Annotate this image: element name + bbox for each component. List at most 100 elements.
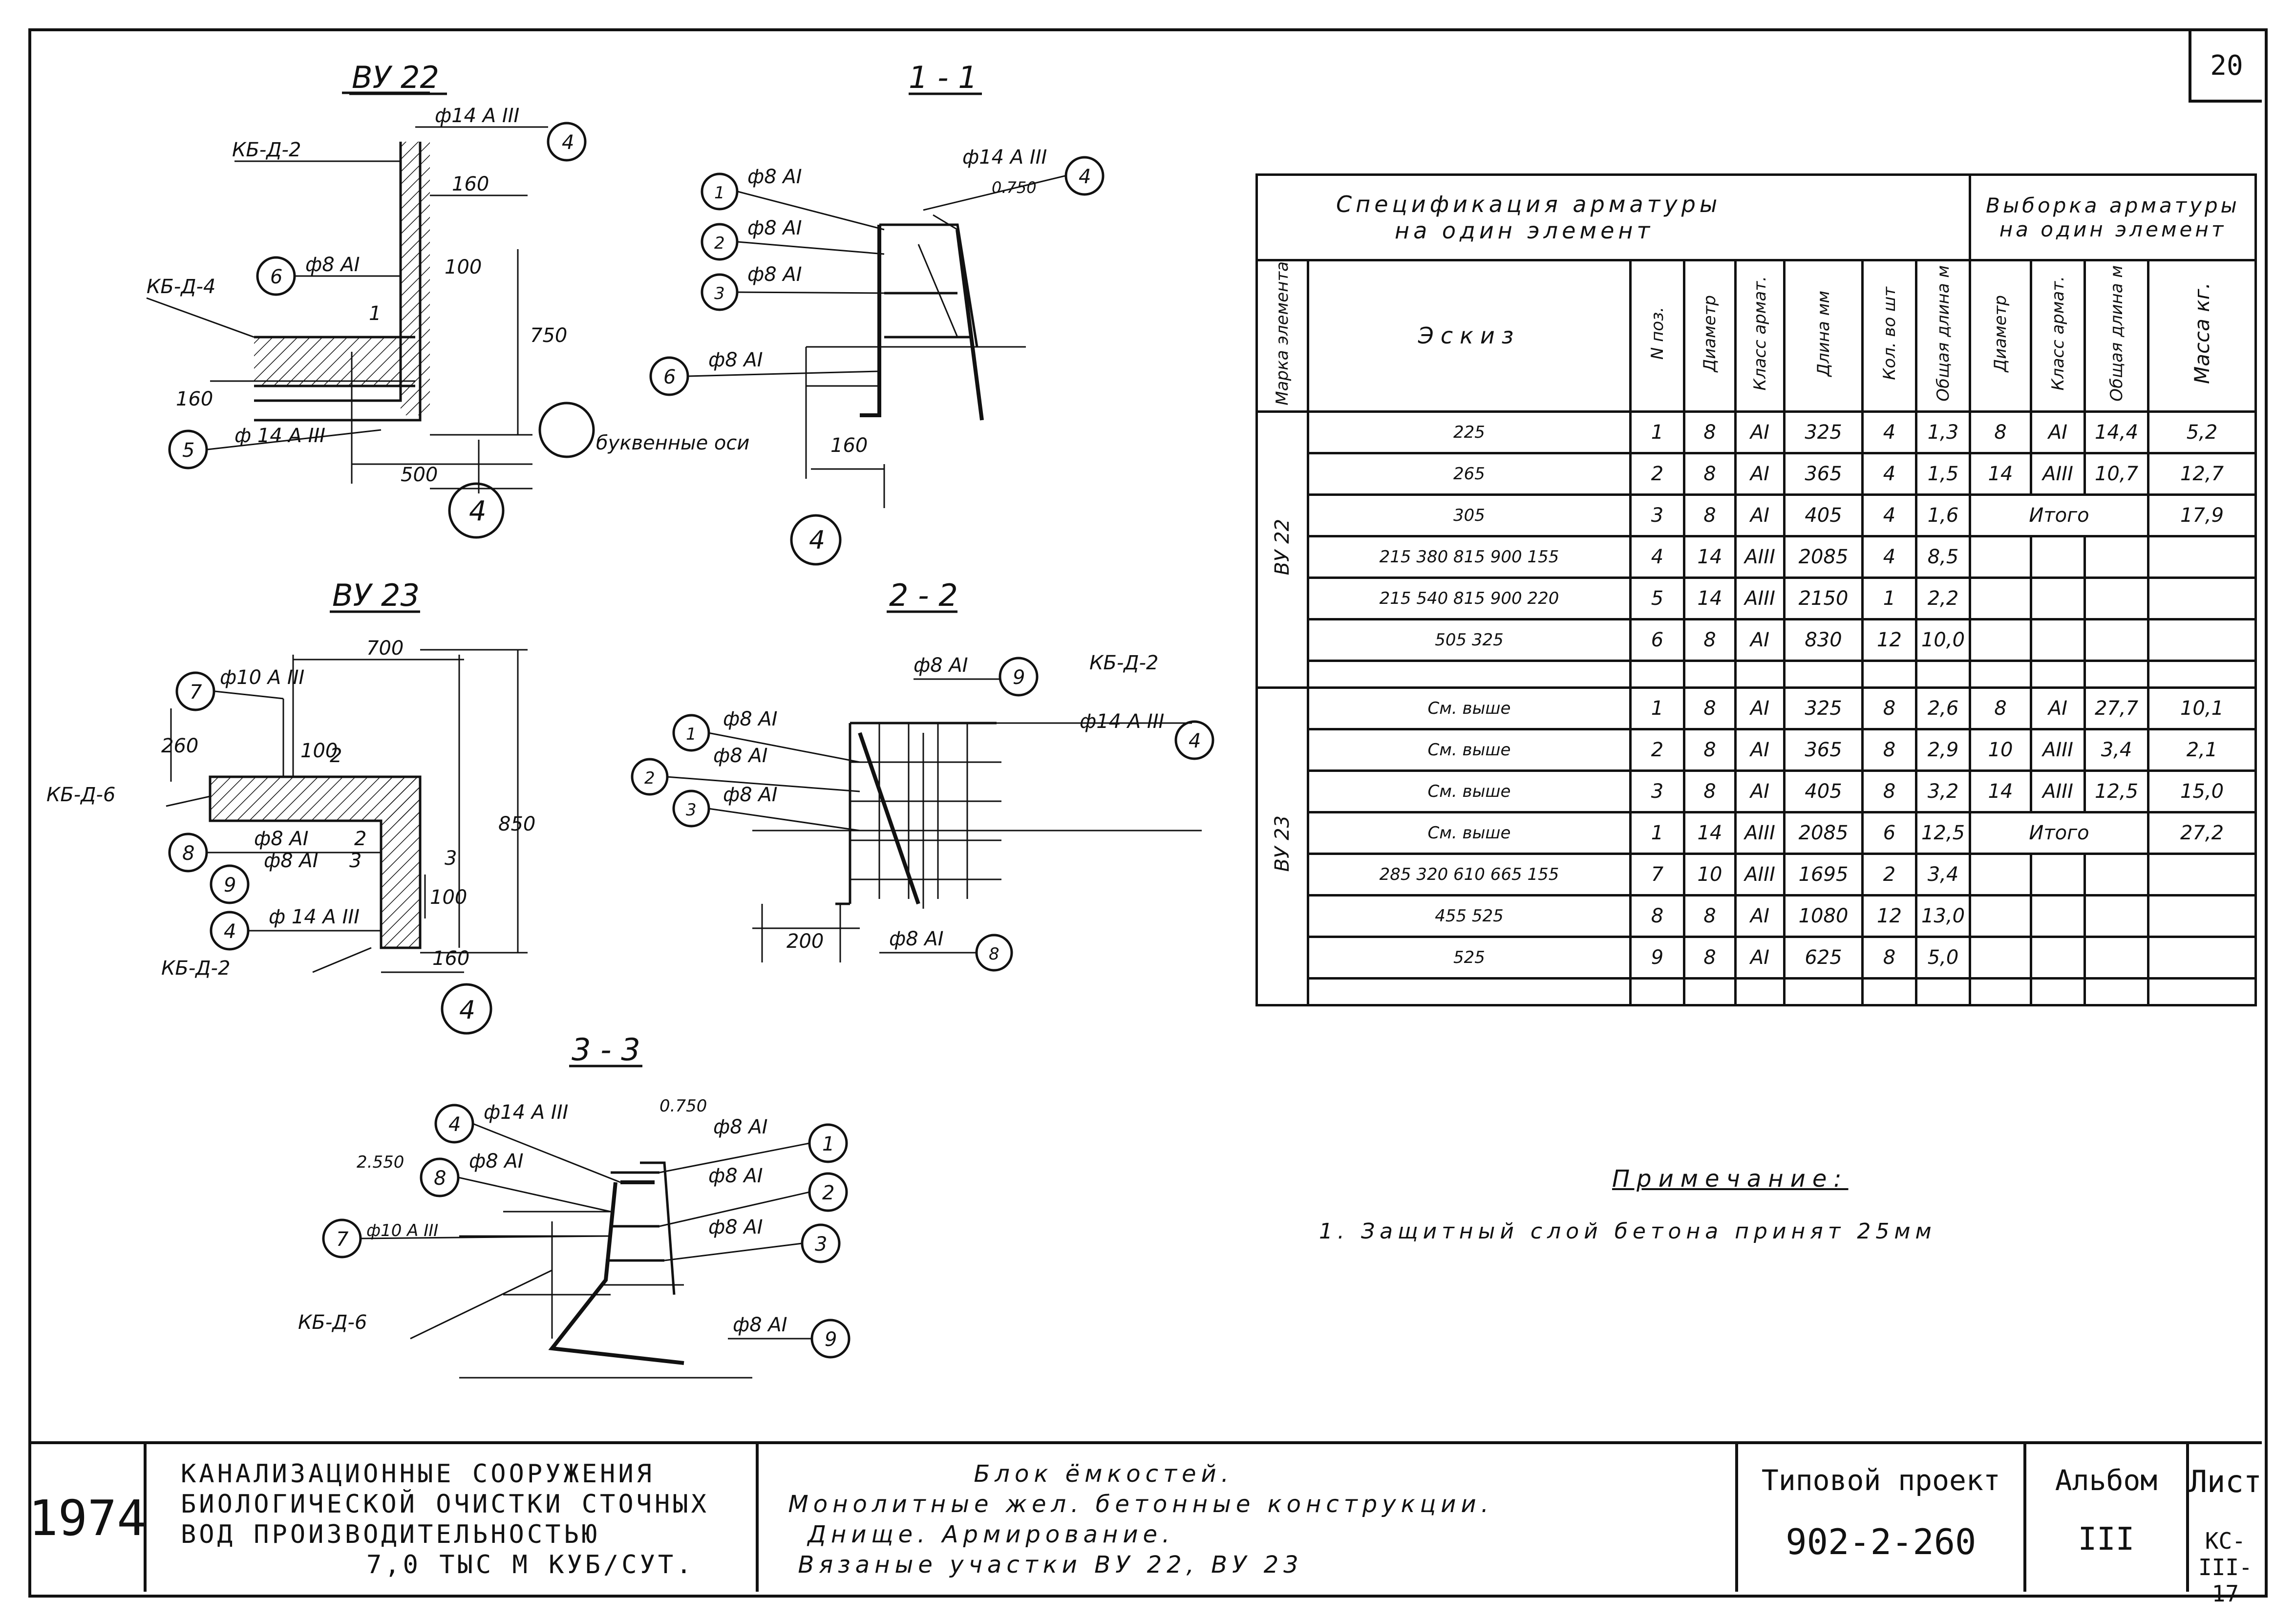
spec-cell-dia: 8 <box>1683 769 1737 813</box>
empty-cell <box>1783 659 1864 689</box>
empty-cell <box>1861 977 1917 1006</box>
s22-label: ф8 АI <box>723 708 778 730</box>
total-label: Итого <box>1969 811 2149 855</box>
spec-cell-qty: 12 <box>1861 894 1917 938</box>
selection-cell-mass: 10,1 <box>2147 686 2257 730</box>
spec-cell-len: 405 <box>1783 493 1864 537</box>
vu23-dim: 850 <box>498 813 535 835</box>
spec-cell-dia: 14 <box>1683 576 1737 620</box>
spec-cell-pos: 5 <box>1629 576 1685 620</box>
s22-label: ф8 АI <box>914 654 968 677</box>
s11-label: ф8 АI <box>747 166 802 188</box>
empty-cell <box>1307 977 1632 1006</box>
spec-cell-dia: 8 <box>1683 618 1737 662</box>
spec-header-cell: Масса кг. <box>2147 259 2257 413</box>
spec-cell-pos: 3 <box>1629 769 1685 813</box>
spec-cell-total: 5,0 <box>1915 935 1971 980</box>
s11-bubble: 1 <box>714 183 725 203</box>
vu23-bubble: 7 <box>190 681 202 704</box>
spec-cell-len: 325 <box>1783 686 1864 730</box>
spec-cell-len: 2085 <box>1783 811 1864 855</box>
vu23-label: КБ-Д-2 <box>161 957 230 980</box>
vu23-bubble: 9 <box>224 874 236 896</box>
selection-cell-mass: 15,0 <box>2147 769 2257 813</box>
vu23-bubble: 8 <box>182 842 194 865</box>
empty-cell <box>2030 618 2086 662</box>
spec-cell-qty: 8 <box>1861 727 1917 772</box>
s22-bubble: 9 <box>1013 666 1025 689</box>
empty-cell <box>1683 659 1737 689</box>
selection-cell-cls: АI <box>2030 410 2086 454</box>
album-number: III <box>2078 1521 2135 1558</box>
s11-bubble: 4 <box>809 526 825 555</box>
s11-bubble: 2 <box>714 234 725 253</box>
s33-label: ф8 АI <box>713 1116 768 1138</box>
spec-cell-cls: АIII <box>1734 852 1786 896</box>
spec-header-cell: Общая длина м <box>1915 259 1971 413</box>
spec-cell-dia: 14 <box>1683 534 1737 579</box>
empty-cell <box>1969 935 2032 980</box>
empty-cell <box>2147 852 2257 896</box>
vu23-label: ф8 АI <box>264 850 319 872</box>
sketch-cell: 305 <box>1307 493 1632 537</box>
s33-bubble: 7 <box>336 1228 349 1251</box>
selection-cell-cls: АIII <box>2030 727 2086 772</box>
selection-cell-cls: АI <box>2030 686 2086 730</box>
sheet-cell: Лист КС-III-17 <box>2189 1444 2262 1607</box>
empty-cell <box>1969 852 2032 896</box>
spec-cell-total: 1,5 <box>1915 451 1971 496</box>
s11-label: ф8 АI <box>747 263 802 286</box>
drawing-vu22 <box>146 91 595 539</box>
s33-bubble: 3 <box>815 1233 827 1256</box>
empty-cell <box>2147 659 2257 689</box>
spec-cell-qty: 2 <box>1861 852 1917 896</box>
spec-table: Спецификация арматуры на один элемент Вы… <box>1255 173 2257 1006</box>
drawing-section-3-3 <box>322 1104 850 1379</box>
spec-cell-len: 1080 <box>1783 894 1864 938</box>
s33-label: ф14 А III <box>484 1101 568 1124</box>
vu23-bubble: 4 <box>224 920 236 943</box>
title-block: 1974 КАНАЛИЗАЦИОННЫЕ СООРУЖЕНИЯ БИОЛОГИЧ… <box>29 1441 2262 1607</box>
sketch-cell: 265 <box>1307 451 1632 496</box>
spec-title: Спецификация арматуры на один элемент <box>1255 173 1971 261</box>
spec-cell-cls: АI <box>1734 769 1786 813</box>
s22-label: ф14 А III <box>1080 710 1164 733</box>
spec-header-cell: N поз. <box>1629 259 1685 413</box>
vu22-dim: 160 <box>176 388 213 410</box>
spec-cell-len: 830 <box>1783 618 1864 662</box>
spec-cell-cls: АI <box>1734 451 1786 496</box>
spec-cell-qty: 8 <box>1861 769 1917 813</box>
spec-cell-pos: 7 <box>1629 852 1685 896</box>
s33-elevation: 0.750 <box>659 1096 707 1116</box>
empty-cell <box>2147 618 2257 662</box>
spec-header-cell: Общая длина м <box>2083 259 2149 413</box>
vu22-label: КБ-Д-2 <box>232 139 301 161</box>
empty-cell <box>1969 894 2032 938</box>
spec-cell-cls: АIII <box>1734 811 1786 855</box>
empty-cell <box>2083 977 2149 1006</box>
sketch-cell: См. выше <box>1307 686 1632 730</box>
sketch-cell: 225 <box>1307 410 1632 454</box>
sketch-cell: 215 380 815 900 155 <box>1307 534 1632 579</box>
spec-cell-dia: 10 <box>1683 852 1737 896</box>
empty-cell <box>2030 935 2086 980</box>
selection-cell-mass: 2,1 <box>2147 727 2257 772</box>
selection-cell-mass: 5,2 <box>2147 410 2257 454</box>
s33-label: ф8 АI <box>708 1216 763 1238</box>
empty-cell <box>2083 894 2149 938</box>
spec-cell-pos: 1 <box>1629 410 1685 454</box>
empty-cell <box>2147 935 2257 980</box>
spec-cell-qty: 4 <box>1861 493 1917 537</box>
empty-cell <box>1307 659 1632 689</box>
sketch-cell: 525 <box>1307 935 1632 980</box>
empty-cell <box>2083 935 2149 980</box>
total-mass: 27,2 <box>2147 811 2257 855</box>
org-line: ВОД ПРОИЗВОДИТЕЛЬНОСТЬЮ <box>181 1520 600 1549</box>
spec-cell-pos: 6 <box>1629 618 1685 662</box>
spec-cell-len: 625 <box>1783 935 1864 980</box>
s33-label: ф10 А III <box>366 1221 438 1240</box>
